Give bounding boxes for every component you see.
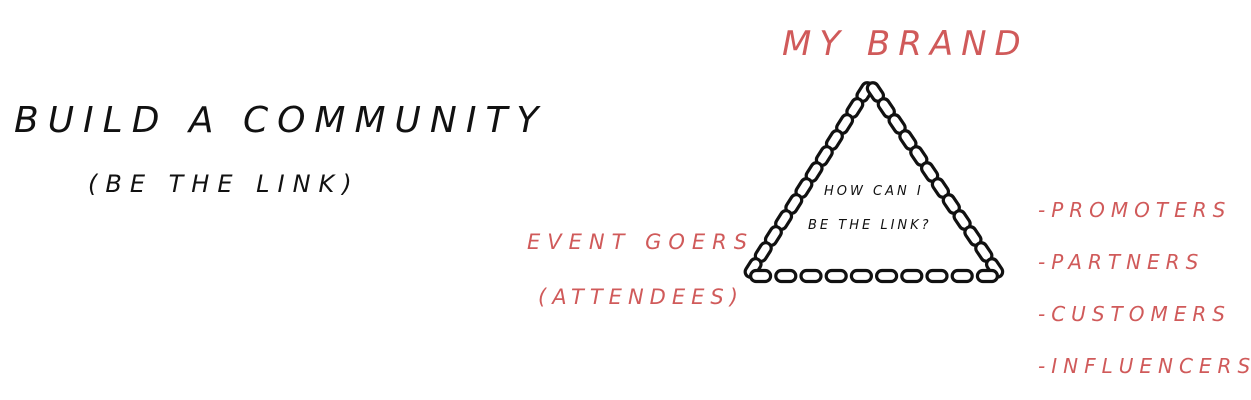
- chain-link-icon: [849, 268, 874, 284]
- chain-link-icon: [900, 268, 924, 284]
- chain-link-icon: [748, 268, 773, 284]
- page-title: BUILD A COMMUNITY: [14, 100, 548, 141]
- chain-link-icon: [799, 268, 823, 284]
- chain-link-icon: [774, 268, 798, 284]
- center-question-line-2: BE THE LINK?: [808, 218, 932, 233]
- attendees-label: (ATTENDEES): [538, 285, 744, 309]
- stakeholder-promoters: -PROMOTERS: [1038, 198, 1232, 222]
- stakeholder-influencers: -INFLUENCERS: [1038, 354, 1251, 378]
- page-subtitle: (BE THE LINK): [88, 170, 360, 198]
- chain-left-edge: [743, 81, 875, 279]
- chain-link-icon: [975, 268, 1000, 284]
- stakeholder-customers: -CUSTOMERS: [1038, 302, 1231, 326]
- chain-link-icon: [950, 268, 974, 284]
- center-question-line-1: HOW CAN I: [824, 184, 924, 199]
- chain-link-icon: [824, 268, 848, 284]
- stakeholder-partners: -PARTNERS: [1038, 250, 1205, 274]
- brand-label: MY BRAND: [782, 24, 1029, 64]
- chain-link-icon: [874, 268, 899, 284]
- event-goers-label: EVENT GOERS: [527, 230, 755, 254]
- chain-bottom-edge: [748, 268, 1000, 284]
- chain-right-edge: [865, 81, 1005, 279]
- chain-link-icon: [925, 268, 949, 284]
